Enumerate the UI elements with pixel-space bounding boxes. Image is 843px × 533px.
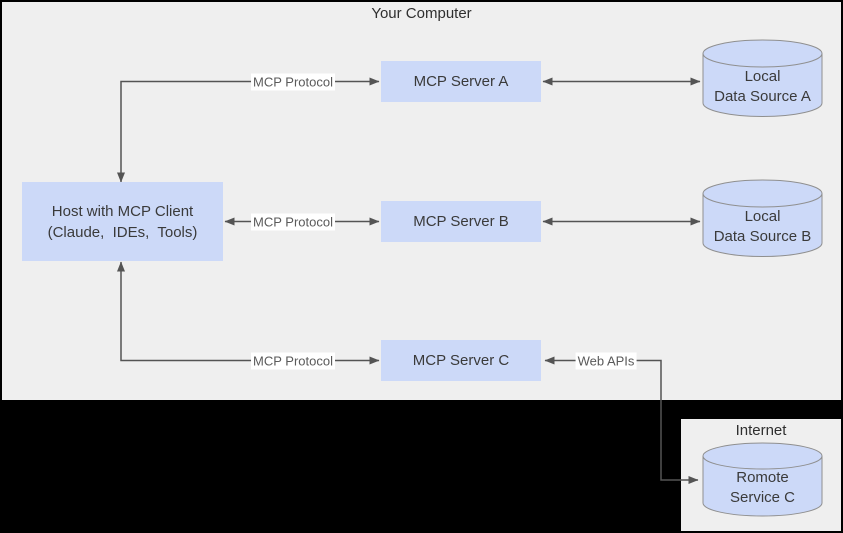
edge-label-web-apis: Web APIs [575,352,637,369]
your-computer-title: Your Computer [371,5,472,22]
mcp-server-b-node: MCP Server B [381,201,541,242]
mcp-server-a-node: MCP Server A [381,61,541,102]
data-source-b-line2: Data Source B [713,227,812,245]
remote-service-line1: Romote [736,468,789,486]
cylinder-shape [702,442,823,517]
host-label-line2: (Claude, IDEs, Tools) [47,223,198,241]
internet-title: Internet [735,422,787,439]
edge-label-mcp-protocol-b: MCP Protocol [251,213,335,230]
data-source-b-line1: Local [744,207,781,225]
local-data-source-b-label: Local Data Source B [702,195,823,258]
mcp-server-b-label: MCP Server B [413,213,509,230]
remote-service-c-node: Romote Service C [702,442,823,517]
cylinder-shape [702,179,823,257]
cylinder-shape [702,39,823,117]
remote-service-line2: Service C [729,488,796,506]
remote-service-c-label: Romote Service C [702,458,823,517]
mcp-server-a-label: MCP Server A [413,73,509,90]
local-data-source-a-node: Local Data Source A [702,39,823,118]
edge-label-mcp-protocol-a: MCP Protocol [251,73,335,90]
host-label-line1: Host with MCP Client [51,202,194,220]
mcp-server-c-node: MCP Server C [381,340,541,381]
edge-label-mcp-protocol-c: MCP Protocol [251,352,335,369]
data-source-a-line2: Data Source A [714,87,811,105]
host-node: Host with MCP Client (Claude, IDEs, Tool… [22,182,223,261]
mcp-server-c-label: MCP Server C [412,352,510,369]
local-data-source-b-node: Local Data Source B [702,179,823,258]
data-source-a-line1: Local [744,67,781,85]
local-data-source-a-label: Local Data Source A [702,55,823,118]
